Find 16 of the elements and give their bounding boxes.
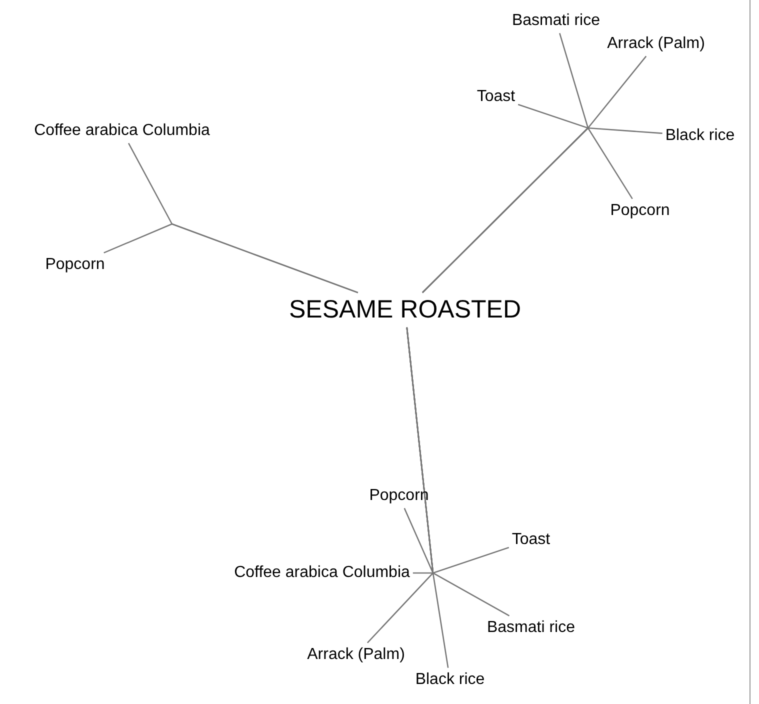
leaf-label: Popcorn bbox=[45, 256, 105, 274]
leaf-label: Toast bbox=[476, 88, 516, 106]
leaf-label: Popcorn bbox=[369, 486, 429, 506]
leaf-label: Arrack (Palm) bbox=[607, 34, 705, 54]
branch-line bbox=[104, 223, 358, 294]
leaf-label: Black rice bbox=[415, 670, 485, 690]
leaf-label: Basmati rice bbox=[512, 12, 600, 30]
leaf-label: Popcorn bbox=[610, 202, 670, 220]
leaf-label: Toast bbox=[512, 530, 550, 550]
root-label: SESAME ROASTED bbox=[289, 296, 521, 324]
leaf-label: Arrack (Palm) bbox=[307, 646, 405, 664]
leaf-label: Basmati rice bbox=[486, 618, 576, 638]
leaf-label: Black rice bbox=[665, 126, 735, 146]
leaf-label: Coffee arabica Columbia bbox=[34, 122, 210, 140]
branch-line bbox=[406, 327, 449, 668]
leaf-label: Coffee arabica Columbia bbox=[234, 564, 410, 582]
